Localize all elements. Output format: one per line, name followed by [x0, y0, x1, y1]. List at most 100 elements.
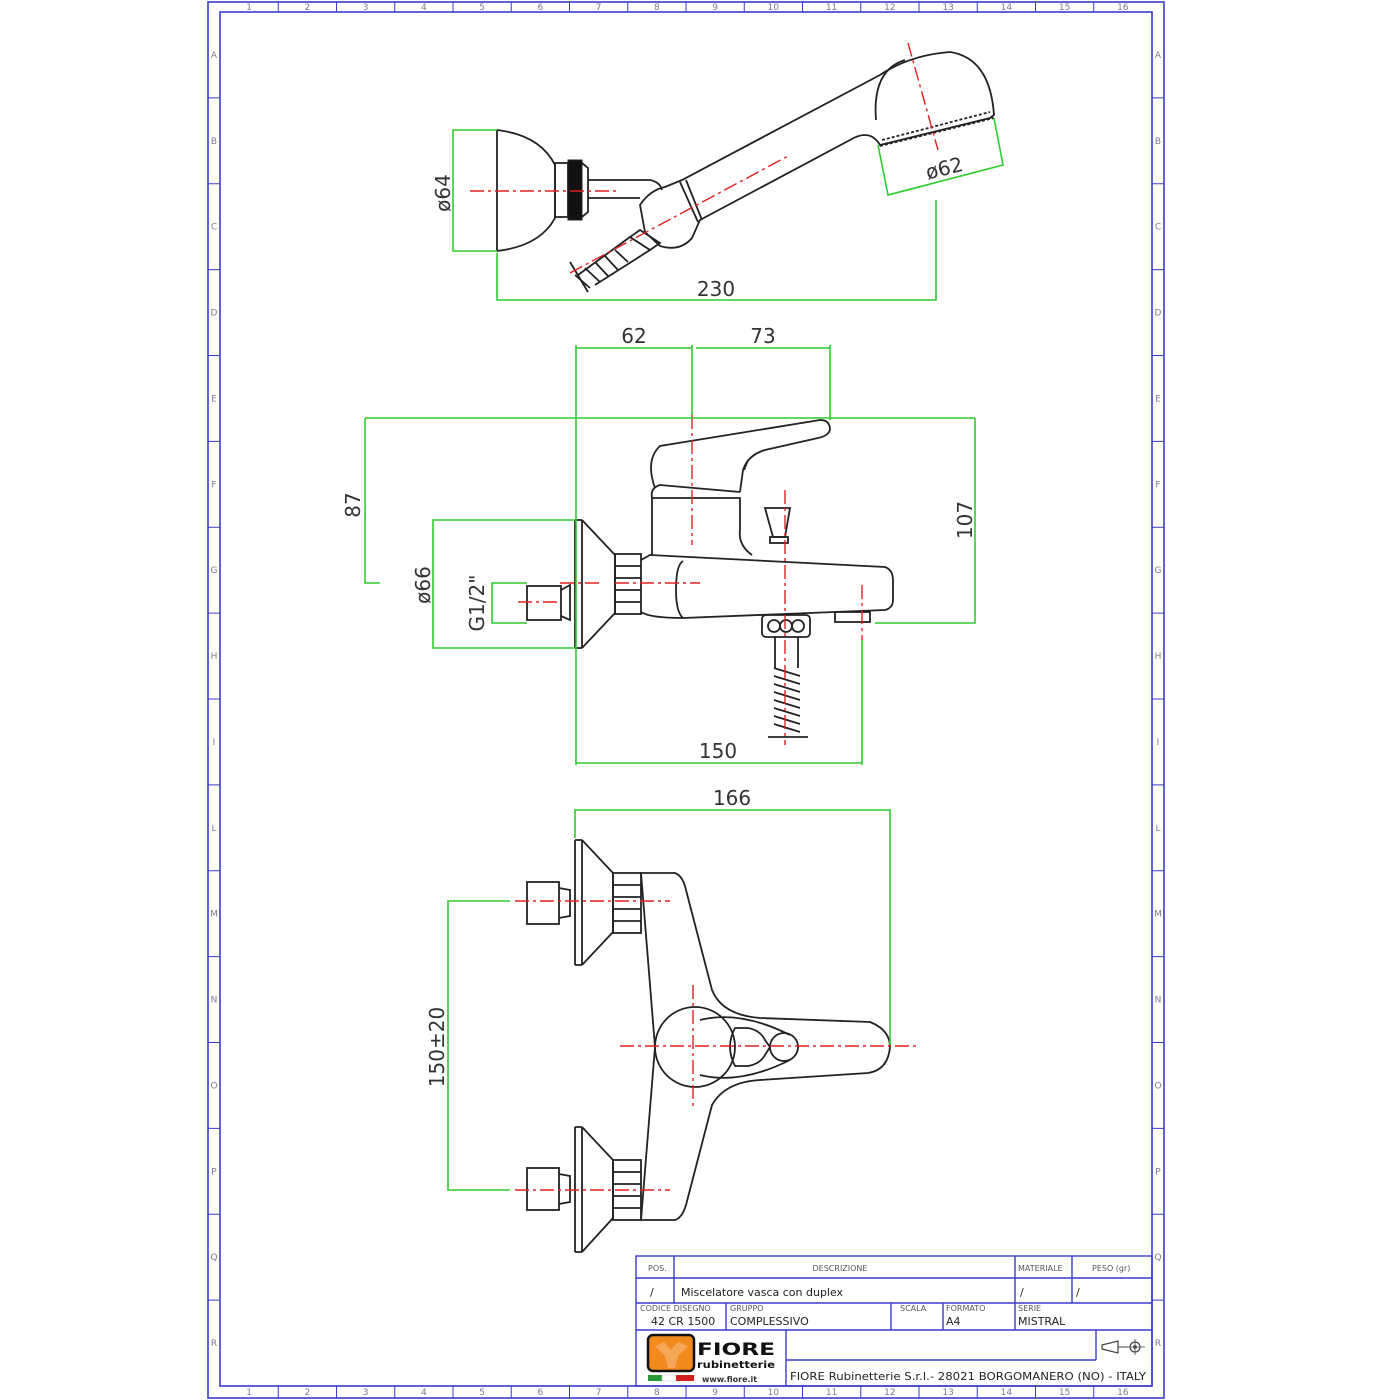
series-value: MISTRAL	[1018, 1315, 1066, 1328]
row-label: G	[211, 566, 218, 576]
column-label: 5	[479, 1388, 485, 1398]
group-label: GRUPPO	[730, 1304, 764, 1313]
svg-text:G1/2": G1/2"	[465, 575, 489, 632]
column-label: 13	[942, 1388, 953, 1398]
svg-text:73: 73	[750, 324, 775, 348]
row-label: F	[1155, 480, 1160, 490]
shower-hose	[569, 228, 662, 293]
column-label: 1	[246, 3, 252, 13]
row-material: /	[1020, 1286, 1024, 1299]
svg-text:230: 230	[697, 277, 735, 301]
group-value: COMPLESSIVO	[730, 1315, 809, 1328]
column-label: 1	[246, 1388, 252, 1398]
row-label: B	[211, 137, 217, 147]
column-label: 11	[826, 1388, 837, 1398]
row-label: O	[1154, 1081, 1161, 1091]
inlet-upper	[526, 839, 642, 966]
row-label: M	[1154, 910, 1162, 920]
row-label: N	[211, 996, 218, 1006]
column-label: 14	[1001, 1388, 1013, 1398]
logo-subtitle: rubinetterie	[697, 1360, 775, 1371]
svg-text:107: 107	[953, 501, 977, 539]
column-label: 16	[1117, 3, 1129, 13]
header-material: MATERIALE	[1018, 1264, 1063, 1273]
row-label: A	[1155, 51, 1162, 61]
row-label: B	[1155, 137, 1161, 147]
dim-holder-diameter: ø64	[431, 129, 497, 252]
row-label: I	[213, 738, 216, 748]
row-label: H	[1155, 652, 1162, 662]
column-label: 10	[768, 3, 780, 13]
column-label: 3	[363, 1388, 369, 1398]
column-label: 12	[884, 3, 895, 13]
column-label: 2	[305, 1388, 311, 1398]
column-label: 6	[538, 1388, 544, 1398]
dim-height-107: 107	[875, 418, 977, 624]
logo-wordmark: FIORE	[697, 1340, 775, 1360]
column-label: 10	[768, 1388, 780, 1398]
column-label: 16	[1117, 1388, 1129, 1398]
column-label: 4	[421, 1388, 427, 1398]
top-view: 166 150±20	[425, 786, 918, 1253]
column-label: 7	[596, 3, 602, 13]
row-label: O	[210, 1081, 217, 1091]
row-label: D	[1155, 309, 1162, 319]
dim-thread: G1/2"	[465, 575, 527, 632]
handshower-view: ø64 ø62 230	[431, 42, 1004, 301]
column-label: 11	[826, 3, 837, 13]
column-label: 6	[538, 3, 544, 13]
dim-flange-diameter: ø66	[411, 519, 575, 649]
column-label: 8	[654, 3, 660, 13]
header-description: DESCRIZIONE	[813, 1264, 868, 1273]
side-view: 62 73 87 107 ø66 G1/2" 150	[341, 324, 977, 765]
row-label: Q	[1154, 1253, 1161, 1263]
svg-text:62: 62	[621, 324, 646, 348]
row-label: P	[1155, 1167, 1161, 1177]
row-label: I	[1157, 738, 1160, 748]
svg-text:ø66: ø66	[411, 566, 435, 604]
svg-text:150: 150	[699, 739, 737, 763]
column-label: 13	[942, 3, 953, 13]
row-label: F	[211, 480, 216, 490]
row-label: Q	[210, 1253, 217, 1263]
hose-connector	[761, 614, 811, 738]
column-label: 9	[712, 3, 718, 13]
row-label: G	[1155, 566, 1162, 576]
series-label: SERIE	[1018, 1304, 1041, 1313]
dim-height-87: 87	[341, 417, 975, 584]
row-label: L	[1155, 824, 1160, 834]
column-label: 3	[363, 3, 369, 13]
column-label: 9	[712, 1388, 718, 1398]
svg-text:ø64: ø64	[431, 174, 455, 212]
row-label: D	[211, 309, 218, 319]
row-description: Miscelatore vasca con duplex	[681, 1286, 844, 1299]
column-label: 2	[305, 3, 311, 13]
dim-overall-depth: 166	[574, 786, 891, 1045]
row-weight: /	[1076, 1286, 1080, 1299]
row-label: N	[1155, 996, 1162, 1006]
row-label: E	[211, 394, 217, 404]
company-address: FIORE Rubinetterie S.r.l.- 28021 BORGOMA…	[790, 1370, 1146, 1383]
row-pos: /	[650, 1286, 654, 1299]
head-axis	[907, 42, 939, 151]
column-label: 5	[479, 3, 485, 13]
column-label: 15	[1059, 1388, 1070, 1398]
svg-text:166: 166	[713, 786, 751, 810]
row-label: C	[211, 223, 217, 233]
column-label: 8	[654, 1388, 660, 1398]
row-label: E	[1155, 394, 1161, 404]
fiore-logo: FIORE rubinetterie www.fiore.it	[646, 1333, 775, 1384]
header-weight: PESO (gr)	[1092, 1264, 1130, 1273]
code-label: CODICE DISEGNO	[640, 1304, 711, 1313]
header-pos: POS.	[648, 1264, 667, 1273]
row-label: P	[211, 1167, 217, 1177]
logo-url: www.fiore.it	[702, 1375, 757, 1384]
row-label: R	[211, 1339, 217, 1349]
row-label: C	[1155, 223, 1161, 233]
svg-text:87: 87	[341, 492, 365, 517]
column-label: 4	[421, 3, 427, 13]
